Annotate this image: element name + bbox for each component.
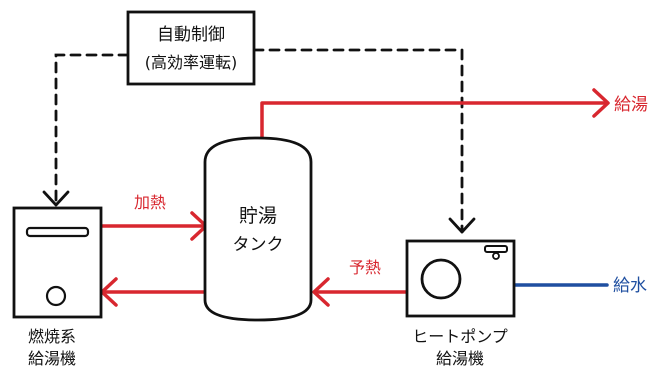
return-pipe bbox=[100, 277, 206, 307]
arrow-head-icon bbox=[312, 277, 330, 307]
heat-pump-vent bbox=[484, 245, 508, 253]
combustion-heater bbox=[12, 206, 103, 319]
heating-label: 加熱 bbox=[134, 193, 166, 212]
fan-icon bbox=[420, 258, 462, 300]
heat-pump-unit bbox=[405, 239, 516, 318]
preheating-pipe bbox=[312, 277, 409, 307]
tank-label-line2: タンク bbox=[233, 235, 284, 255]
water-supply-label: 給水 bbox=[613, 276, 647, 296]
arrow-head-icon bbox=[592, 88, 610, 118]
tank-label-line1: 貯湯 bbox=[239, 205, 277, 227]
control-line-right bbox=[252, 48, 476, 234]
arrow-head-icon bbox=[448, 217, 476, 234]
storage-tank: 貯湯 タンク bbox=[203, 136, 313, 322]
combustion-heater-label-line2: 給湯機 bbox=[28, 349, 76, 368]
control-line-left bbox=[42, 53, 130, 207]
hot-water-supply-label: 給湯 bbox=[614, 95, 648, 115]
arrow-head-icon bbox=[42, 190, 70, 207]
heater-slot bbox=[25, 226, 90, 238]
controller-box: 自動制御 (高効率運転) bbox=[126, 10, 256, 86]
controller-label-line2: (高効率運転) bbox=[145, 53, 238, 72]
combustion-heater-label-line1: 燃焼系 bbox=[28, 327, 76, 346]
heat-pump-indicator-icon bbox=[492, 252, 500, 260]
controller-label-line1: 自動制御 bbox=[157, 25, 225, 45]
preheating-label: 予熱 bbox=[349, 258, 381, 277]
heater-dial-icon bbox=[45, 285, 67, 307]
hot-water-supply-pipe bbox=[260, 88, 610, 142]
heating-pipe bbox=[99, 211, 208, 241]
heat-pump-label-line1: ヒートポンプ bbox=[412, 327, 508, 346]
heat-pump-label-line2: 給湯機 bbox=[436, 349, 484, 368]
